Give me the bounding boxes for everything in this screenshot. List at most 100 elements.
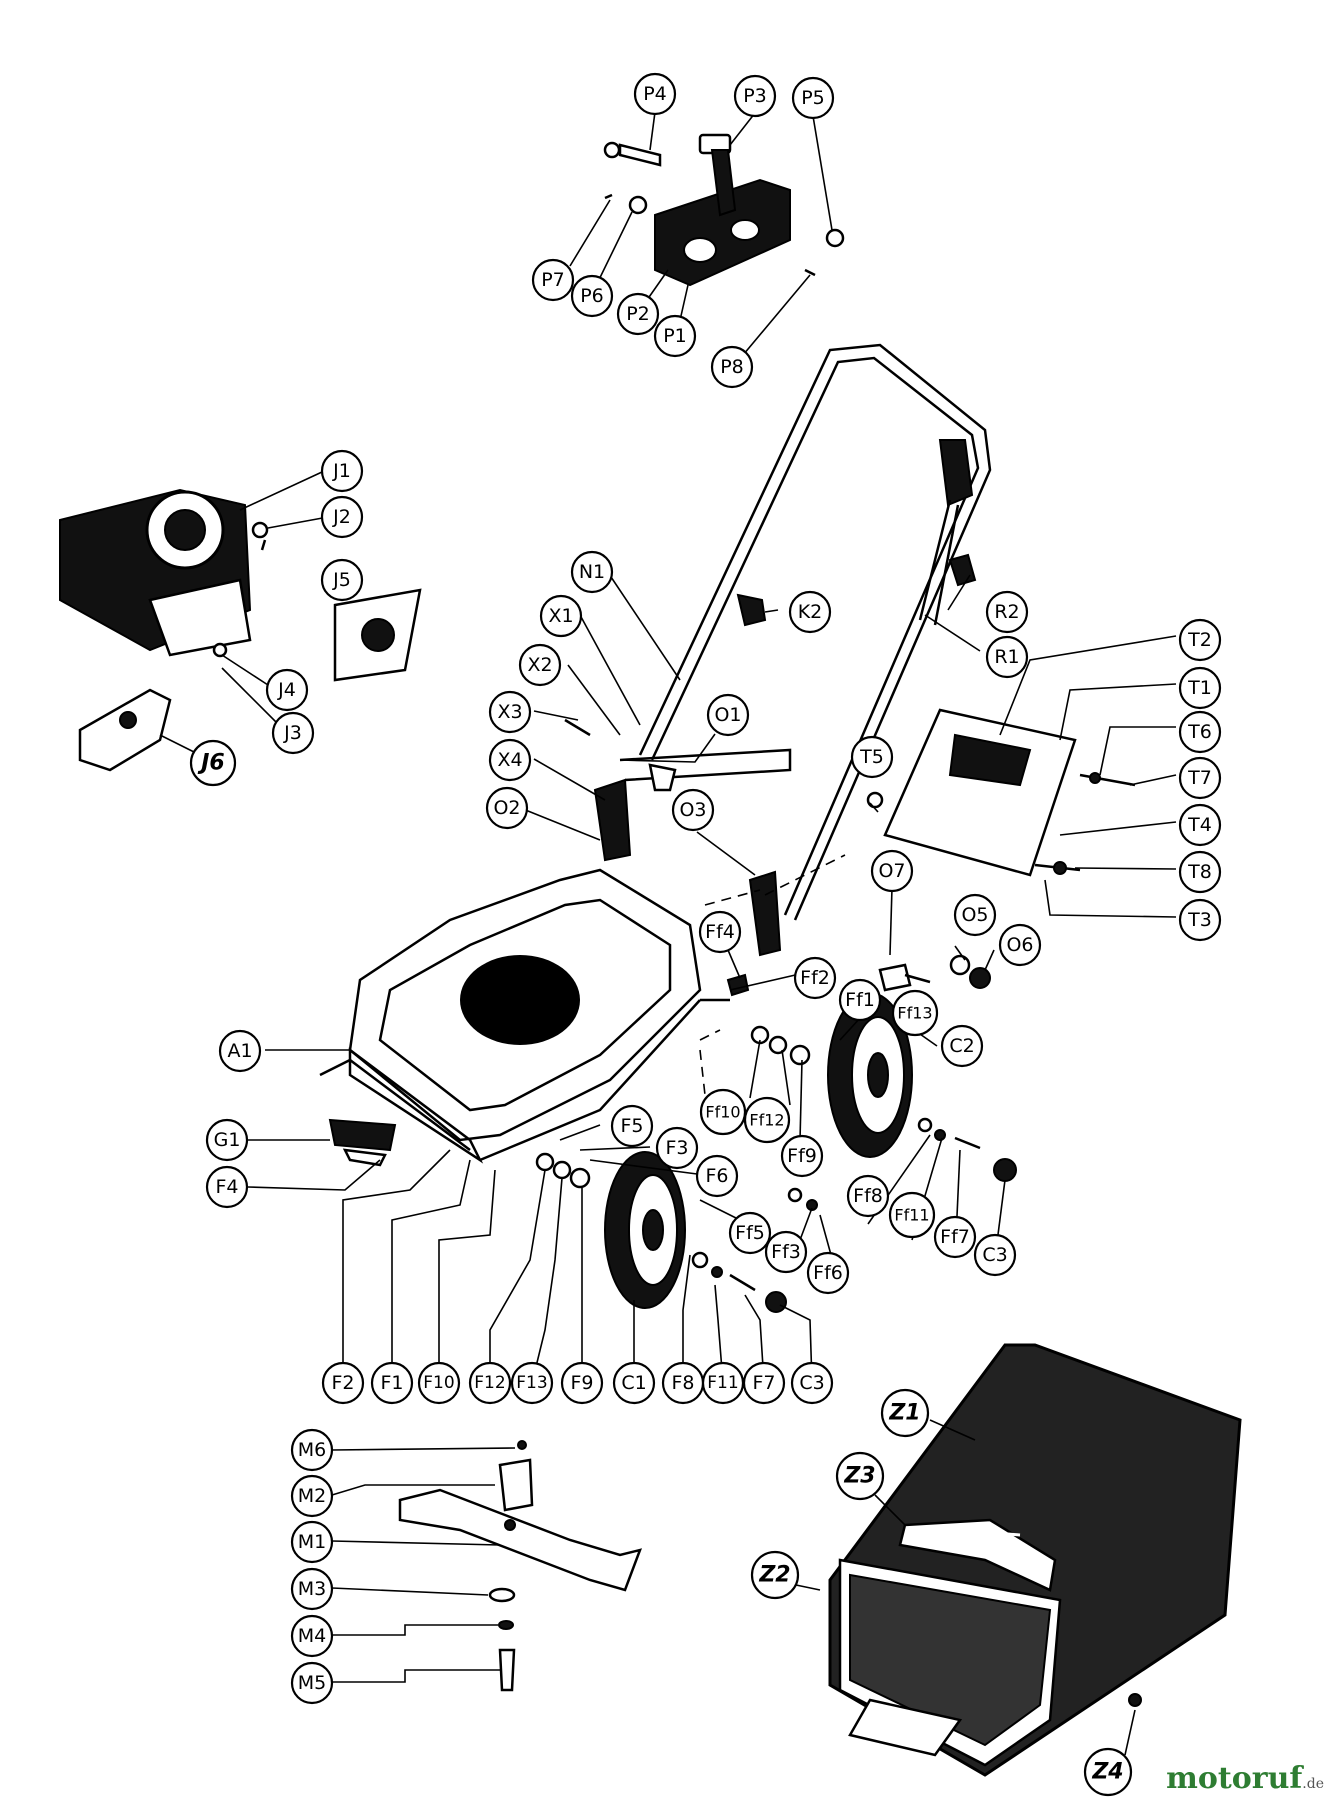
svg-text:F12: F12 bbox=[474, 1373, 505, 1393]
label-O1: O1 bbox=[706, 693, 750, 737]
svg-text:Ff11: Ff11 bbox=[894, 1206, 929, 1225]
svg-text:J4: J4 bbox=[277, 679, 296, 701]
svg-text:F8: F8 bbox=[671, 1372, 694, 1394]
svg-text:Z3: Z3 bbox=[843, 1464, 875, 1489]
label-F10: F10 bbox=[417, 1361, 461, 1405]
svg-text:J3: J3 bbox=[283, 722, 302, 744]
svg-text:X4: X4 bbox=[497, 749, 522, 771]
label-F2: F2 bbox=[321, 1361, 365, 1405]
svg-text:P4: P4 bbox=[643, 83, 667, 105]
label-O2: O2 bbox=[485, 786, 529, 830]
label-Ff13: Ff13 bbox=[891, 989, 939, 1037]
svg-text:M3: M3 bbox=[298, 1578, 326, 1600]
svg-text:O3: O3 bbox=[679, 799, 706, 821]
label-O6: O6 bbox=[998, 923, 1042, 967]
label-K2: K2 bbox=[788, 590, 832, 634]
label-F11: F11 bbox=[701, 1361, 745, 1405]
svg-text:P2: P2 bbox=[626, 303, 650, 325]
rear-wheel-drawing bbox=[750, 992, 1017, 1211]
label-M5: M5 bbox=[290, 1661, 334, 1705]
label-F7: F7 bbox=[742, 1361, 786, 1405]
svg-text:F5: F5 bbox=[620, 1115, 643, 1137]
svg-text:C3: C3 bbox=[799, 1372, 824, 1394]
svg-text:F11: F11 bbox=[707, 1373, 738, 1393]
svg-text:T3: T3 bbox=[1187, 909, 1212, 931]
svg-text:P3: P3 bbox=[743, 85, 767, 107]
svg-text:T7: T7 bbox=[1187, 767, 1212, 789]
svg-text:T2: T2 bbox=[1187, 629, 1212, 651]
label-Ff5: Ff5 bbox=[728, 1211, 772, 1255]
svg-text:F4: F4 bbox=[215, 1176, 238, 1198]
svg-text:Z2: Z2 bbox=[758, 1563, 790, 1588]
label-T3: T3 bbox=[1178, 898, 1222, 942]
svg-text:T1: T1 bbox=[1187, 677, 1212, 699]
svg-text:Ff13: Ff13 bbox=[897, 1004, 932, 1023]
label-X3: X3 bbox=[488, 690, 532, 734]
svg-text:J1: J1 bbox=[332, 460, 351, 482]
svg-text:M4: M4 bbox=[298, 1625, 326, 1647]
label-J1: J1 bbox=[320, 449, 364, 493]
label-Ff8: Ff8 bbox=[846, 1174, 890, 1218]
label-T2: T2 bbox=[1178, 618, 1222, 662]
label-C1: C1 bbox=[612, 1361, 656, 1405]
label-P3: P3 bbox=[733, 74, 777, 118]
svg-text:Z4: Z4 bbox=[1091, 1760, 1123, 1785]
label-F6: F6 bbox=[695, 1154, 739, 1198]
svg-text:J6: J6 bbox=[197, 751, 225, 776]
svg-text:O6: O6 bbox=[1006, 934, 1033, 956]
svg-text:Z1: Z1 bbox=[888, 1401, 920, 1426]
svg-text:T4: T4 bbox=[1187, 814, 1212, 836]
label-Ff7: Ff7 bbox=[933, 1215, 977, 1259]
svg-text:F13: F13 bbox=[516, 1373, 547, 1393]
svg-text:P1: P1 bbox=[663, 325, 687, 347]
label-P4: P4 bbox=[633, 72, 677, 116]
svg-text:M2: M2 bbox=[298, 1485, 326, 1507]
label-R1: R1 bbox=[985, 635, 1029, 679]
front-wheel-drawing bbox=[535, 1151, 787, 1313]
assembly-dash-lines bbox=[699, 854, 846, 1096]
svg-text:Ff1: Ff1 bbox=[845, 989, 875, 1011]
label-X4: X4 bbox=[488, 738, 532, 782]
label-T6: T6 bbox=[1178, 710, 1222, 754]
svg-text:X3: X3 bbox=[497, 701, 522, 723]
svg-text:Ff2: Ff2 bbox=[800, 967, 830, 989]
label-X2: X2 bbox=[518, 643, 562, 687]
callout-labels: P4 P3 P5 P7 P6 P2 P1 P8 J1 J2 J5 J4 J3 J… bbox=[189, 72, 1222, 1797]
svg-text:Ff8: Ff8 bbox=[853, 1185, 883, 1207]
label-Ff10: Ff10 bbox=[699, 1088, 747, 1136]
label-N1: N1 bbox=[570, 550, 614, 594]
svg-text:T5: T5 bbox=[859, 746, 884, 768]
svg-text:Ff5: Ff5 bbox=[735, 1222, 765, 1244]
svg-text:A1: A1 bbox=[227, 1040, 252, 1062]
label-T5: T5 bbox=[850, 735, 894, 779]
label-J3: J3 bbox=[271, 711, 315, 755]
label-O5: O5 bbox=[953, 893, 997, 937]
label-M6: M6 bbox=[290, 1428, 334, 1472]
label-F9: F9 bbox=[560, 1361, 604, 1405]
label-Ff1: Ff1 bbox=[838, 978, 882, 1022]
label-R2: R2 bbox=[985, 590, 1029, 634]
blade-assembly-drawing bbox=[398, 1440, 643, 1692]
label-P8: P8 bbox=[710, 345, 754, 389]
svg-text:O2: O2 bbox=[493, 797, 520, 819]
svg-text:P7: P7 bbox=[541, 269, 565, 291]
deflector-drawing bbox=[328, 1118, 397, 1167]
label-Z3: Z3 bbox=[835, 1451, 885, 1501]
svg-text:F1: F1 bbox=[380, 1372, 403, 1394]
svg-text:P6: P6 bbox=[580, 285, 604, 307]
label-Ff9: Ff9 bbox=[780, 1134, 824, 1178]
label-P1: P1 bbox=[653, 314, 697, 358]
label-M4: M4 bbox=[290, 1614, 334, 1658]
svg-text:M6: M6 bbox=[298, 1439, 326, 1461]
svg-text:J2: J2 bbox=[332, 506, 351, 528]
watermark-tld: .de bbox=[1302, 1776, 1324, 1792]
svg-text:F2: F2 bbox=[331, 1372, 354, 1394]
label-J5: J5 bbox=[320, 558, 364, 602]
label-J4: J4 bbox=[265, 668, 309, 712]
label-Ff3: Ff3 bbox=[764, 1230, 808, 1274]
svg-text:Ff10: Ff10 bbox=[705, 1103, 740, 1122]
svg-text:N1: N1 bbox=[579, 561, 605, 583]
label-F13: F13 bbox=[510, 1361, 554, 1405]
svg-text:T8: T8 bbox=[1187, 861, 1212, 883]
svg-text:P5: P5 bbox=[801, 87, 825, 109]
